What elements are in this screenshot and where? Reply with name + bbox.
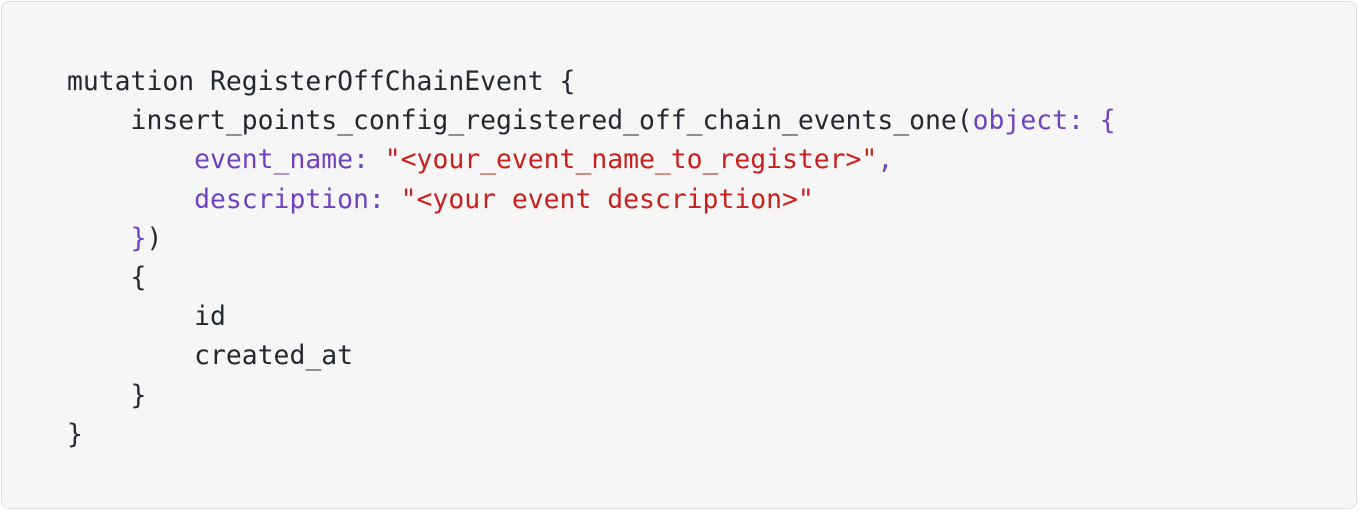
code-content: mutation RegisterOffChainEvent { insert_… (67, 62, 1116, 454)
code-line: event_name: "<your_event_name_to_registe… (67, 140, 1116, 179)
code-token-plain: created_at (67, 340, 353, 372)
code-token-plain: ( (956, 105, 973, 137)
code-token-plain: } (67, 418, 83, 450)
code-line: insert_points_config_registered_off_chai… (67, 101, 1116, 140)
code-token-plain: mutation RegisterOffChainEvent { (67, 66, 576, 97)
code-token-plain (67, 223, 131, 254)
code-token-plain: insert_points_config_registered_off_chai… (67, 105, 957, 137)
code-token-plain (67, 184, 194, 215)
code-line: description: "<your event description>" (67, 180, 1116, 219)
code-token-plain: id (67, 301, 226, 333)
code-line: created_at (67, 336, 1116, 375)
code-line: } (67, 415, 1116, 454)
code-token-property: description: (194, 183, 401, 215)
code-token-property: event_name: (194, 144, 385, 176)
code-token-plain: ) (146, 222, 163, 254)
code-token-property: } (130, 222, 147, 254)
code-token-plain: } (67, 379, 147, 411)
code-token-property: , (877, 144, 894, 176)
code-token-string: "<your_event_name_to_register>" (384, 144, 878, 176)
code-token-string: "<your event description>" (400, 183, 814, 215)
code-line: id (67, 297, 1116, 336)
code-token-property: object: { (972, 105, 1116, 137)
code-token-plain (67, 144, 194, 175)
code-token-plain: { (67, 261, 147, 293)
code-line: } (67, 376, 1116, 415)
code-line: mutation RegisterOffChainEvent { (67, 62, 1116, 101)
code-line: { (67, 258, 1116, 297)
code-line: }) (67, 219, 1116, 258)
